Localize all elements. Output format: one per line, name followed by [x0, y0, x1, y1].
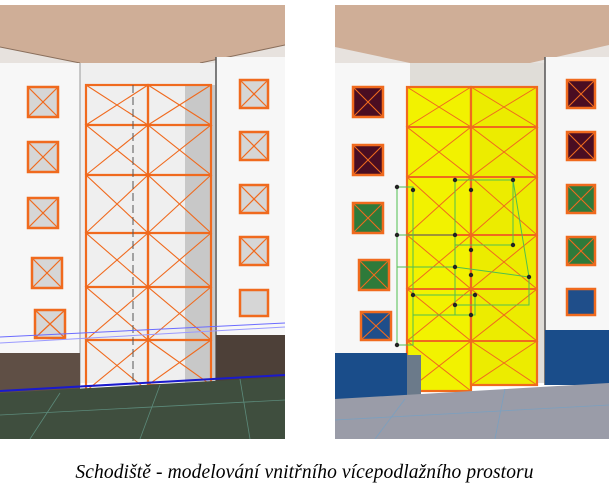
- figure-caption: Schodiště - modelování vnitřního vícepod…: [75, 462, 534, 483]
- wireframe-vertices: [394, 177, 532, 348]
- viewport-right[interactable]: [335, 5, 609, 439]
- stair-zone-colored[interactable]: [405, 85, 539, 393]
- viewport-left[interactable]: [0, 5, 285, 439]
- stair-wireframe[interactable]: [396, 179, 530, 346]
